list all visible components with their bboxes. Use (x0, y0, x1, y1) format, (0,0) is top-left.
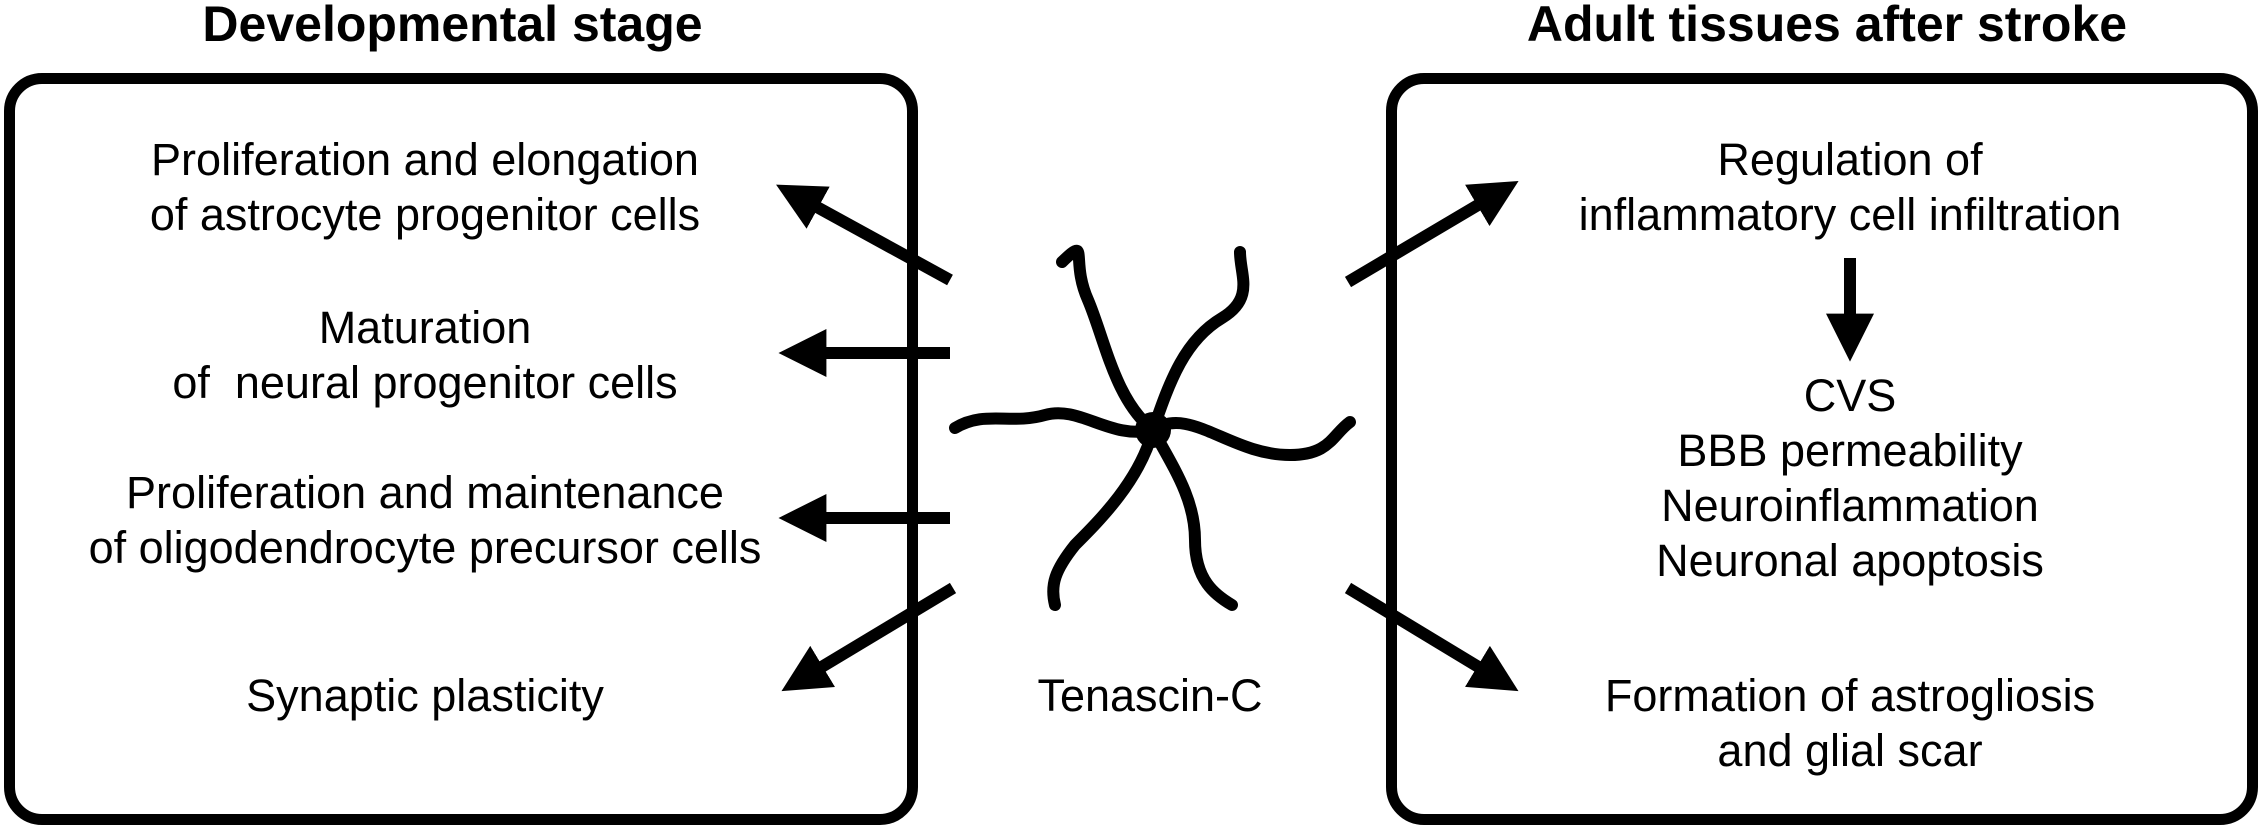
tenascin-arm-5 (1047, 424, 1159, 611)
developmental-stage-box (4, 73, 918, 825)
effect-item: Neuronal apoptosis (1656, 535, 2044, 586)
astrogliosis-label: Formation of astrogliosis and glial scar (1604, 670, 2096, 776)
tenascin-arm-3 (1147, 416, 1356, 462)
stroke-effects-list: CVS BBB permeability Neuroinflammation N… (1450, 368, 2250, 588)
effect-item: CVS (1803, 370, 1897, 421)
arrow-to-synaptic-plasticity (781, 582, 957, 692)
neural-progenitor-label: Maturation of neural progenitor cells (172, 302, 678, 408)
tenascin-c-molecule-icon (949, 244, 1356, 611)
arrow-to-inflammatory-regulation (1344, 180, 1519, 288)
adult-tissues-title: Adult tissues after stroke (1526, 0, 2128, 52)
arrow-to-astrogliosis (1344, 582, 1519, 692)
synaptic-plasticity-label: Synaptic plasticity (246, 670, 604, 721)
astrocyte-progenitor-label: Proliferation and elongation of astrocyt… (149, 134, 701, 240)
effect-item: Neuroinflammation (1661, 480, 2039, 531)
tenascin-arm-2 (1147, 246, 1250, 436)
tenascin-c-label: Tenascin-C (1037, 670, 1263, 721)
adult-tissues-box (1386, 73, 2258, 825)
tenascin-arm-4 (1147, 424, 1238, 611)
effect-item: BBB permeability (1677, 425, 2023, 476)
tenascin-arm-6 (949, 407, 1159, 438)
oligodendrocyte-precursor-label: Proliferation and maintenance of oligode… (88, 467, 762, 573)
arrow-to-astrocyte-progenitors (776, 184, 953, 286)
developmental-stage-title: Developmental stage (202, 0, 703, 52)
inflammatory-regulation-label: Regulation of inflammatory cell infiltra… (1578, 134, 2122, 240)
tenascin-core-icon (1135, 412, 1171, 448)
tenascin-arm-1 (1056, 244, 1159, 436)
